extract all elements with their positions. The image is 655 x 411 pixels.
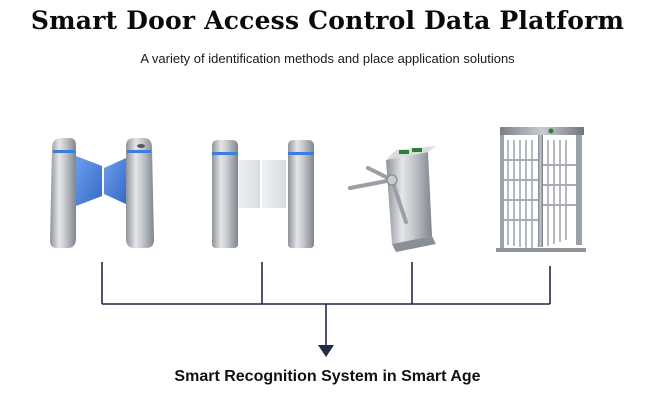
- full-height-turnstile-icon: [496, 127, 586, 252]
- page-subtitle: A variety of identification methods and …: [140, 51, 515, 66]
- connector-lines: [101, 262, 551, 345]
- page-title: Smart Door Access Control Data Platform: [30, 6, 625, 35]
- down-arrow-icon: [318, 345, 334, 357]
- system-caption: Smart Recognition System in Smart Age: [174, 368, 481, 385]
- flap-barrier-gate-icon: [50, 138, 154, 248]
- swing-barrier-gate-icon: [212, 140, 314, 248]
- tripod-turnstile-icon: [348, 146, 436, 252]
